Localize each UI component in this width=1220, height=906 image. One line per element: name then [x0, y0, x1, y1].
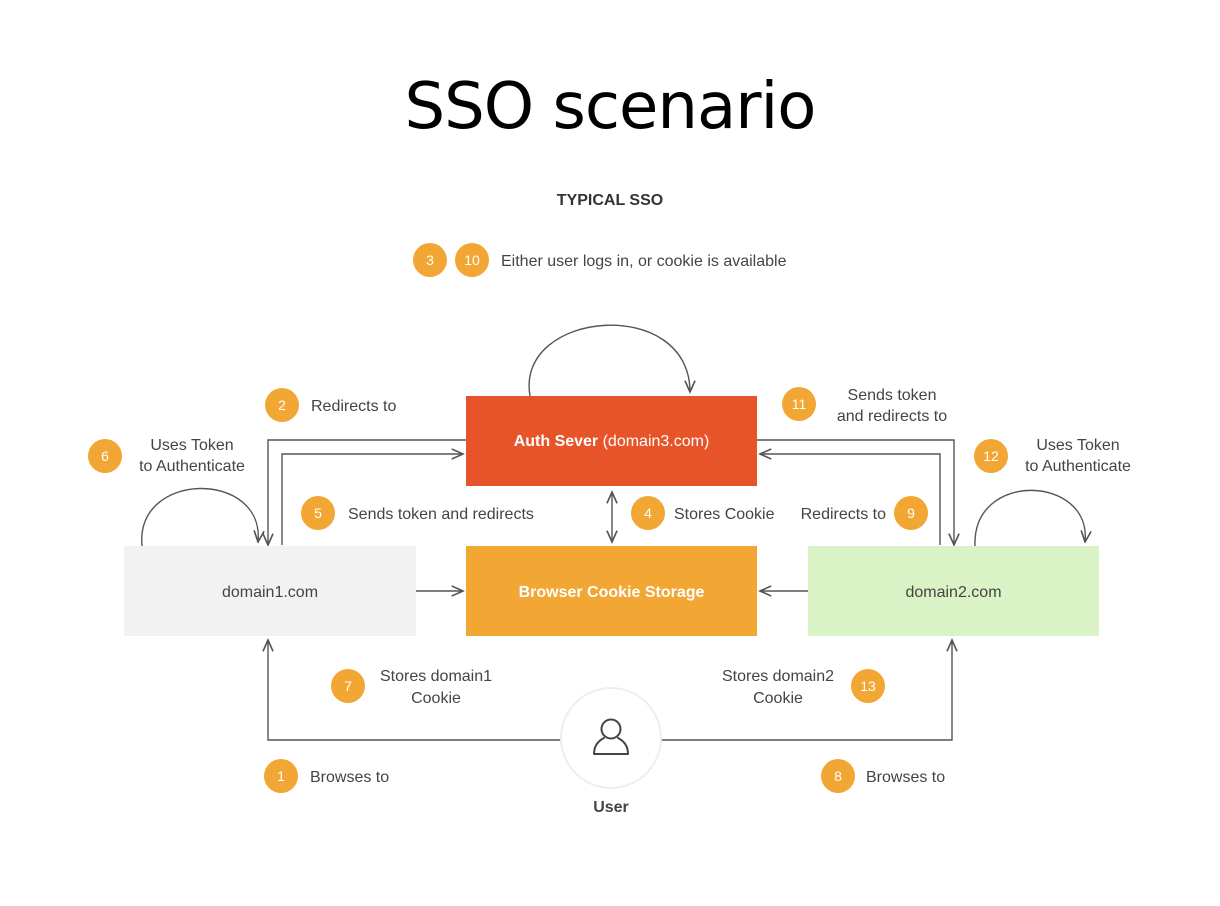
auth-to-domain2-arrow: [757, 439, 954, 545]
svg-text:11: 11: [792, 396, 807, 412]
step-12-badge: 12: [974, 439, 1008, 473]
svg-text:8: 8: [834, 768, 842, 784]
domain2-node: domain2.com: [808, 546, 1099, 636]
auth-to-domain1-arrow: [268, 439, 466, 545]
step-4-label: Stores Cookie: [674, 506, 775, 523]
diagram-heading: TYPICAL SSO: [556, 192, 664, 209]
domain2-to-auth-arrow: [760, 454, 941, 545]
step-7-label-line2: Cookie: [411, 690, 461, 707]
step-2-badge: 2: [265, 388, 299, 422]
step-9-badge: 9: [894, 496, 928, 530]
svg-text:5: 5: [314, 505, 322, 521]
step-4-badge: 4: [631, 496, 665, 530]
user-icon: [593, 718, 629, 755]
auth-server-node: Auth Sever (domain3.com): [466, 396, 757, 486]
svg-text:10: 10: [464, 252, 480, 268]
user-to-domain1-arrow: [268, 640, 562, 741]
step-8-badge: 8: [821, 759, 855, 793]
auth-server-label: Auth Sever: [514, 433, 598, 450]
svg-text:2: 2: [278, 397, 286, 413]
svg-text:4: 4: [644, 505, 652, 521]
svg-text:6: 6: [101, 448, 109, 464]
step-6-badge: 6: [88, 439, 122, 473]
cookie-storage-label: Browser Cookie Storage: [519, 584, 705, 601]
user-to-domain2-arrow: [660, 640, 952, 741]
user-node: User: [560, 687, 662, 816]
domain2-self-loop: [974, 489, 1085, 547]
connectors: [141, 324, 1086, 741]
svg-text:1: 1: [277, 768, 285, 784]
step-11-label-line2: and redirects to: [837, 408, 947, 425]
step-6-label-line2: to Authenticate: [139, 458, 245, 475]
step-11-badge: 11: [782, 387, 816, 421]
auth-self-loop: [528, 324, 690, 397]
step-5-label: Sends token and redirects: [348, 506, 534, 523]
svg-text:12: 12: [983, 448, 999, 464]
step-2-label: Redirects to: [311, 398, 396, 415]
step-12-label-line2: to Authenticate: [1025, 458, 1131, 475]
cookie-storage-node: Browser Cookie Storage: [466, 546, 757, 636]
domain2-label: domain2.com: [905, 584, 1001, 601]
domain1-self-loop: [141, 487, 259, 547]
user-label: User: [593, 799, 629, 816]
step-3-badge: 3: [413, 243, 447, 277]
step-5-badge: 5: [301, 496, 335, 530]
step-9-label: Redirects to: [801, 506, 886, 523]
step-13-label-line1: Stores domain2: [722, 668, 834, 685]
domain1-to-auth-arrow: [281, 454, 463, 545]
step-7-label-line1: Stores domain1: [380, 668, 492, 685]
step-10-label: Either user logs in, or cookie is availa…: [501, 253, 787, 270]
svg-text:9: 9: [907, 505, 915, 521]
svg-text:Auth Sever (domain3.com): Auth Sever (domain3.com): [514, 433, 710, 450]
domain1-node: domain1.com: [124, 546, 416, 636]
step-12-label-line1: Uses Token: [1036, 437, 1119, 454]
auth-server-domain: (domain3.com): [598, 433, 709, 450]
svg-text:3: 3: [426, 252, 434, 268]
step-1-label: Browses to: [310, 769, 389, 786]
page-title: SSO scenario: [404, 70, 817, 144]
domain1-label: domain1.com: [222, 584, 318, 601]
step-13-badge: 13: [851, 669, 885, 703]
svg-text:7: 7: [344, 678, 352, 694]
step-10-badge: 10: [455, 243, 489, 277]
step-8-label: Browses to: [866, 769, 945, 786]
step-7-badge: 7: [331, 669, 365, 703]
step-11-label-line1: Sends token: [848, 387, 937, 404]
step-6-label-line1: Uses Token: [150, 437, 233, 454]
svg-text:13: 13: [860, 678, 876, 694]
step-1-badge: 1: [264, 759, 298, 793]
step-13-label-line2: Cookie: [753, 690, 803, 707]
